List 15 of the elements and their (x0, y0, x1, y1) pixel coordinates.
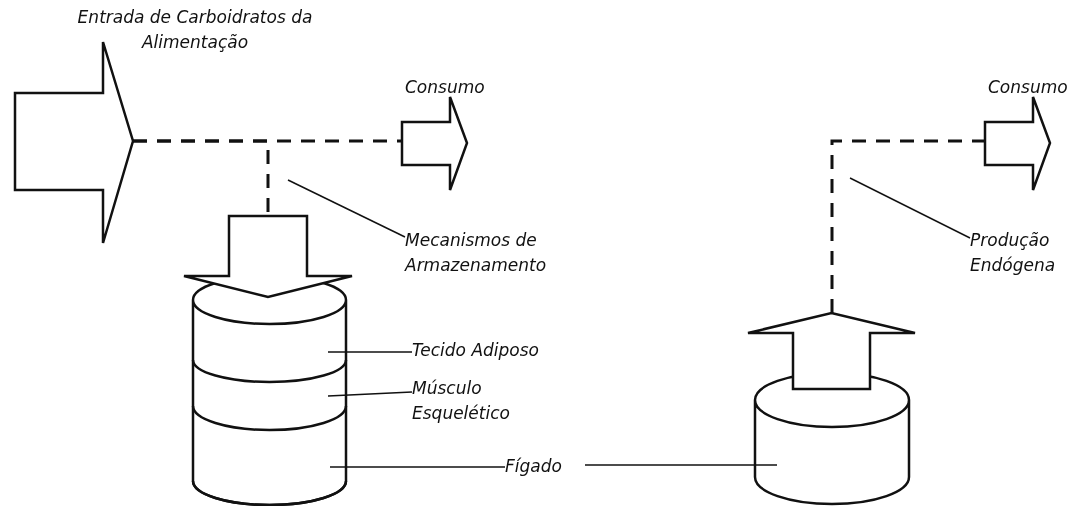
leader-line (849, 177, 971, 239)
consumption-label: Consumo (988, 77, 1068, 97)
callout-label: Produção Endógena (970, 230, 1056, 275)
callout-label: Tecido Adiposo (412, 340, 539, 360)
consumption-label: Consumo (405, 77, 485, 97)
leader-line (287, 179, 406, 238)
leader-line (329, 466, 506, 468)
leader-line (327, 351, 413, 353)
callout-label: Músculo Esquelético (412, 378, 510, 423)
input-heading: Entrada de Carboidratos da Alimentação (77, 7, 313, 52)
callout-label: Mecanismos de Armazenamento (405, 230, 547, 275)
leader-line (584, 464, 778, 466)
leader-line (327, 391, 413, 397)
dashed-connector (830, 139, 985, 313)
callout-label: Fígado (505, 456, 562, 476)
